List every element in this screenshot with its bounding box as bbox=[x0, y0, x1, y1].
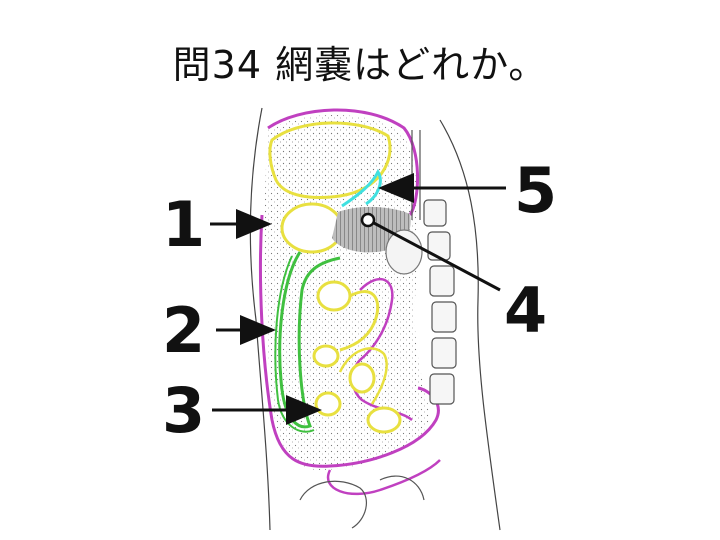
pancreas bbox=[385, 229, 423, 275]
stomach bbox=[280, 202, 344, 254]
mesentery-fold bbox=[338, 347, 388, 405]
label-1: 1 bbox=[162, 188, 205, 261]
mesocolon bbox=[339, 290, 380, 352]
transverse-colon bbox=[316, 280, 352, 312]
intestine-loop-4 bbox=[366, 406, 402, 434]
pelvic-organs bbox=[299, 475, 425, 529]
liver bbox=[268, 121, 392, 199]
mesentery-peritoneum bbox=[351, 278, 413, 422]
vertebral-column bbox=[423, 199, 457, 405]
label-5: 5 bbox=[514, 154, 557, 227]
question-title: 問34 網嚢はどれか。 bbox=[172, 43, 548, 87]
intestine-loop-1 bbox=[312, 344, 340, 368]
greater-omentum-inner bbox=[274, 255, 315, 433]
label-4: 4 bbox=[504, 274, 547, 347]
greater-omentum bbox=[278, 251, 341, 429]
lower-peritoneum bbox=[326, 459, 441, 496]
cyan-lining bbox=[341, 168, 382, 208]
back-outline bbox=[439, 119, 501, 531]
intestine-loop-2 bbox=[348, 362, 376, 394]
label-3: 3 bbox=[162, 374, 205, 447]
pointer-4-dot bbox=[360, 212, 376, 228]
pointer-4 bbox=[371, 220, 501, 292]
intestine-loop-3 bbox=[314, 391, 342, 417]
label-2: 2 bbox=[162, 294, 205, 367]
